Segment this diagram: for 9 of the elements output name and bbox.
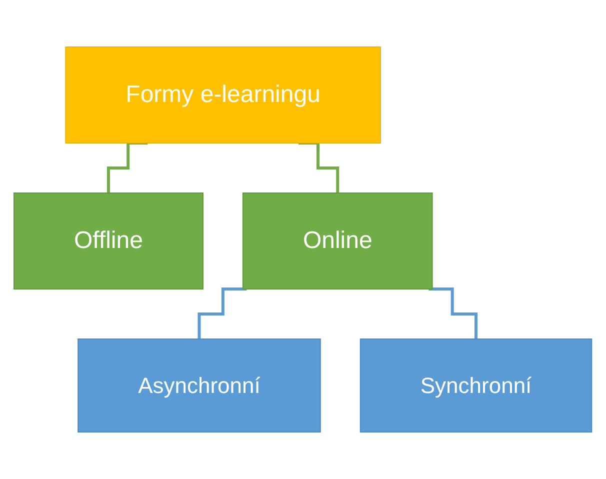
- node-box: Online: [242, 192, 433, 290]
- connector: [198, 288, 247, 340]
- connector: [298, 142, 340, 194]
- connector: [107, 142, 148, 194]
- node-box: Formy e-learningu: [65, 46, 382, 144]
- connector: [428, 288, 478, 340]
- node-box: Asynchronní: [78, 338, 322, 432]
- node-box: Synchronní: [360, 338, 592, 432]
- node-box: Offline: [14, 192, 204, 290]
